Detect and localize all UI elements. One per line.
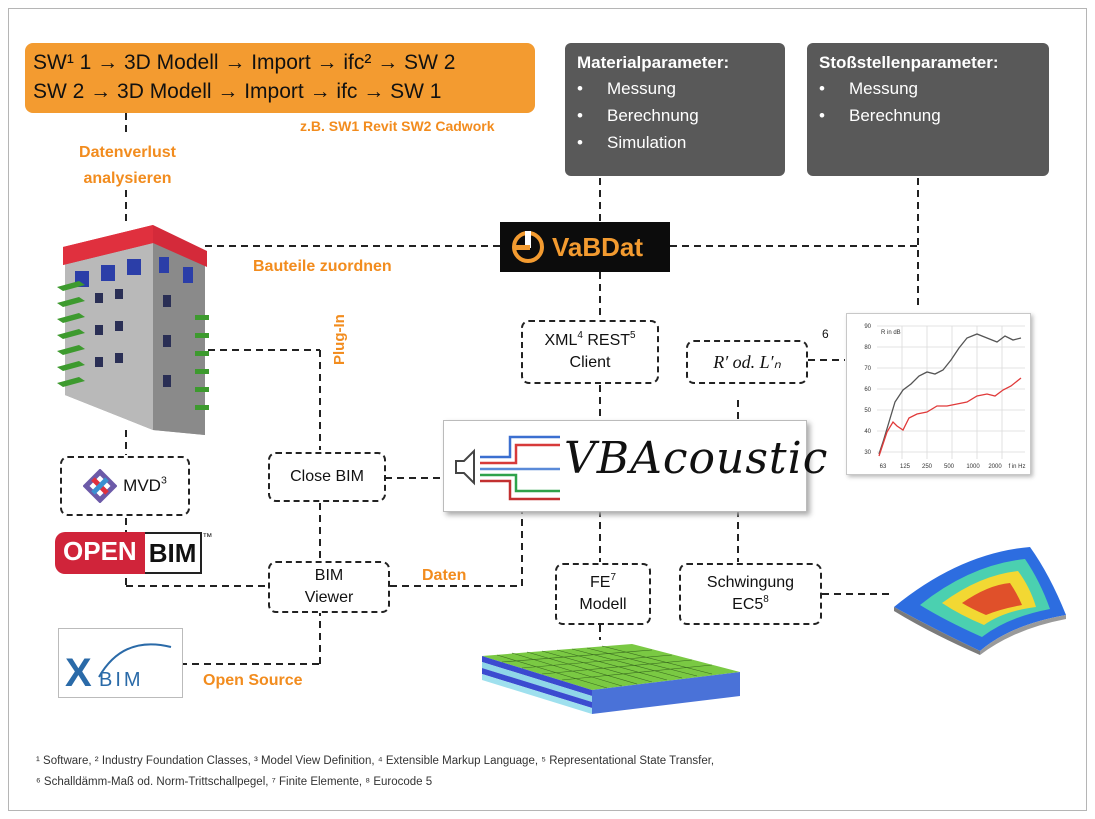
x-tick: 1000 bbox=[966, 464, 980, 470]
sound-insulation-chart: 90 80 70 60 50 40 30 R in dB 63 125 250 … bbox=[846, 313, 1031, 475]
plugin-label: Plug-In bbox=[331, 314, 348, 365]
client-label: Client bbox=[569, 354, 611, 371]
bim-viewer-box: BIM Viewer bbox=[268, 561, 390, 613]
vabdat-logo: VaBDat bbox=[500, 222, 670, 272]
x-tick: 500 bbox=[944, 464, 955, 470]
datenverlust-label: Datenverlust analysieren bbox=[79, 144, 176, 187]
y-tick: 30 bbox=[864, 450, 871, 456]
series-red-line bbox=[878, 377, 1022, 457]
stossstellen-parameter-box: Stoßstellenparameter: Messung Berechnung bbox=[807, 43, 1049, 176]
openbim-open: OPEN bbox=[55, 532, 145, 574]
vbacoustic-logo: VBAcoustic bbox=[443, 420, 827, 512]
xml-label: XML bbox=[544, 332, 578, 349]
x-tick: 250 bbox=[922, 464, 933, 470]
exchange-line-1: SW¹ 1 → 3D Modell → Import → ifc² → SW 2 bbox=[33, 51, 456, 74]
close-bim-box: Close BIM bbox=[268, 452, 386, 502]
x-tick: 2000 bbox=[988, 464, 1002, 470]
x-tick: f in Hz bbox=[1008, 464, 1025, 470]
footnote-line-2: ⁶ Schalldämm-Maß od. Norm-Trittschallpeg… bbox=[36, 776, 433, 788]
mvd-label: MVD bbox=[123, 476, 161, 495]
software-example-label: z.B. SW1 Revit SW2 Cadwork bbox=[300, 118, 495, 134]
footnote-line-1: ¹ Software, ² Industry Foundation Classe… bbox=[36, 755, 715, 767]
vbacoustic-label: VBAcoustic bbox=[564, 433, 829, 484]
rest-label: REST bbox=[582, 332, 631, 349]
xbim-text: BIM bbox=[99, 669, 144, 691]
material-parameter-title: Materialparameter: bbox=[577, 53, 730, 72]
building-model-image bbox=[57, 225, 209, 435]
y-tick: 80 bbox=[864, 345, 871, 351]
y-axis-label: R in dB bbox=[881, 330, 901, 336]
material-item: Berechnung bbox=[577, 102, 773, 129]
vabdat-icon bbox=[512, 231, 544, 263]
footnote-6-marker: 6 bbox=[822, 327, 829, 341]
bauteile-zuordnen-label: Bauteile zuordnen bbox=[253, 258, 392, 275]
stossstellen-item: Berechnung bbox=[819, 102, 1037, 129]
fe-mesh-image bbox=[482, 644, 740, 714]
openbim-logo: OPEN BIM ™ bbox=[55, 532, 220, 574]
vabdat-label: VaBDat bbox=[552, 231, 644, 262]
exchange-line-2: SW 2 → 3D Modell → Import → ifc → SW 1 bbox=[33, 80, 442, 103]
schwingung-box: Schwingung EC58 bbox=[679, 563, 822, 625]
y-tick: 60 bbox=[864, 387, 871, 393]
fe-model-box: FE7 Modell bbox=[555, 563, 651, 625]
xbim-x: X bbox=[65, 651, 92, 695]
stossstellen-parameter-title: Stoßstellenparameter: bbox=[819, 53, 999, 72]
x-tick: 63 bbox=[880, 464, 887, 470]
mvd-box: MVD3 bbox=[60, 456, 190, 516]
xml-rest-client-box: XML4 REST5 Client bbox=[521, 320, 659, 384]
vbacoustic-icon bbox=[455, 435, 560, 501]
openbim-bim: BIM bbox=[144, 532, 203, 574]
plate-vibration-image bbox=[894, 547, 1066, 655]
material-item: Messung bbox=[577, 75, 773, 102]
open-source-label: Open Source bbox=[203, 672, 303, 689]
y-tick: 40 bbox=[864, 429, 871, 435]
stossstellen-item: Messung bbox=[819, 75, 1037, 102]
y-tick: 70 bbox=[864, 366, 871, 372]
series-gray-line bbox=[878, 333, 1022, 455]
material-parameter-box: Materialparameter: Messung Berechnung Si… bbox=[565, 43, 785, 176]
software-exchange-box: SW¹ 1 → 3D Modell → Import → ifc² → SW 2… bbox=[25, 43, 535, 113]
xbim-logo: X BIM bbox=[58, 628, 183, 698]
r-l-box: R′ od. L′ₙ bbox=[686, 340, 808, 384]
y-tick: 90 bbox=[864, 324, 871, 330]
x-tick: 125 bbox=[900, 464, 911, 470]
material-item: Simulation bbox=[577, 129, 773, 156]
y-tick: 50 bbox=[864, 408, 871, 414]
mvd-icon bbox=[83, 469, 118, 503]
daten-label: Daten bbox=[422, 567, 467, 584]
